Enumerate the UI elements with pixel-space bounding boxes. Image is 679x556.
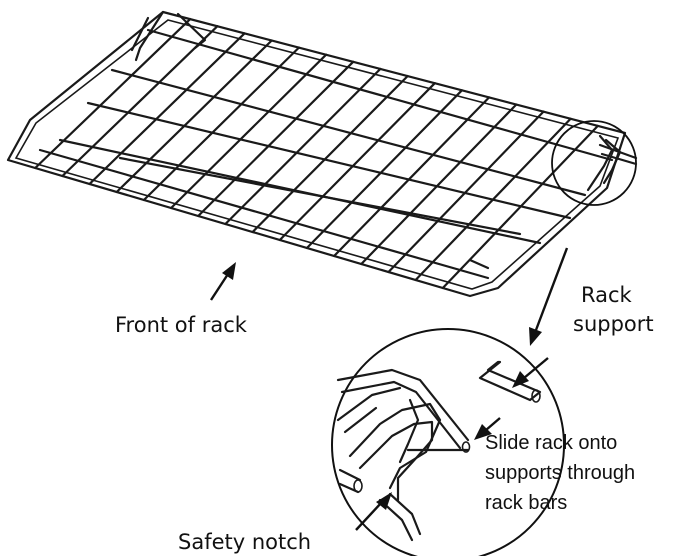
oven-rack	[6, 10, 638, 298]
rack-slat	[441, 124, 599, 290]
rack-slat	[197, 60, 355, 218]
rack-slat	[360, 103, 518, 266]
slide-rack-arrow	[474, 417, 501, 440]
rack-slat	[34, 18, 192, 170]
detail-circle-large	[331, 328, 565, 556]
zoom-connector-arrow	[529, 247, 569, 346]
rack-slat	[278, 82, 436, 242]
rack-slat	[333, 96, 491, 258]
rack-slat	[251, 75, 409, 234]
slide-rack-label-line3: rack bars	[485, 492, 567, 514]
front-of-rack-arrow	[209, 262, 236, 301]
rack-frame	[6, 10, 627, 298]
rack-cross-rods	[38, 28, 614, 280]
rack-support-rod	[478, 360, 542, 403]
rack-slat	[88, 32, 246, 186]
slide-rack-label-line1: Slide rack onto	[485, 432, 617, 454]
rack-slat	[115, 39, 273, 194]
detail-circle-small	[551, 120, 638, 206]
safety-notch-arrow	[355, 492, 392, 531]
rack-slats	[34, 18, 599, 290]
rack-slat	[387, 110, 545, 274]
rack-slat	[170, 53, 328, 210]
rack-slat	[224, 67, 382, 226]
detail-rack-bars	[336, 368, 471, 542]
rack-support-label-line2: support	[573, 312, 654, 336]
rack-slat	[142, 46, 300, 202]
slide-rack-label-line2: supports through	[485, 462, 635, 484]
safety-notch-label: Safety notch	[178, 530, 311, 554]
front-of-rack-label: Front of rack	[115, 313, 248, 337]
rack-slat	[414, 117, 572, 282]
rack-slat	[61, 25, 219, 178]
rack-slat	[305, 89, 463, 250]
rack-support-label-line1: Rack	[581, 283, 633, 307]
rack-support-arrow	[512, 357, 549, 388]
